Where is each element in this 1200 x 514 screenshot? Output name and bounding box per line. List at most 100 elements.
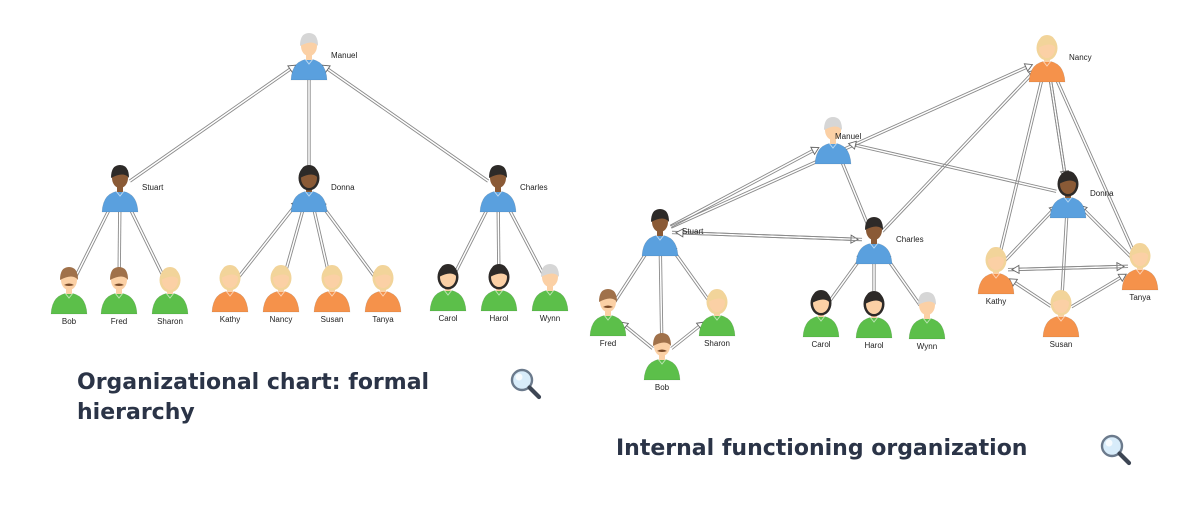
edge-arrow xyxy=(72,201,114,281)
person-node-fred: Fred xyxy=(589,289,627,348)
person-label: Tanya xyxy=(372,315,394,324)
formal-hierarchy-caption: Organizational chart: formal hierarchy xyxy=(77,370,430,425)
person-label: Nancy xyxy=(1069,53,1092,62)
person-label: Tanya xyxy=(1129,293,1151,302)
person-node-kathy: Kathy xyxy=(211,265,249,324)
person-icon xyxy=(262,265,300,313)
person-icon xyxy=(1121,243,1159,291)
person-icon xyxy=(531,264,569,312)
person-label: Nancy xyxy=(270,315,293,324)
edge-arrow xyxy=(304,71,314,176)
person-icon xyxy=(1028,35,1066,83)
edge-arrow xyxy=(321,64,490,183)
edge-arrow xyxy=(1070,273,1128,309)
person-label: Wynn xyxy=(540,314,560,323)
person-node-nancy: Nancy xyxy=(1028,35,1092,83)
person-label: Susan xyxy=(1050,340,1073,349)
person-label: Sharon xyxy=(704,339,730,348)
person-icon xyxy=(802,290,840,338)
person-node-harol: Harol xyxy=(480,264,518,323)
zoom-internal-functioning-button[interactable] xyxy=(1098,432,1134,468)
edge-arrow xyxy=(126,201,167,280)
edge-arrow xyxy=(128,64,297,183)
person-node-donna: Donna xyxy=(290,165,355,213)
person-icon xyxy=(698,289,736,337)
edge-arrow xyxy=(1078,204,1133,259)
person-node-donna: Donna xyxy=(1049,171,1114,219)
person-label: Charles xyxy=(520,183,548,192)
person-label: Manuel xyxy=(331,51,357,60)
person-node-tanya: Tanya xyxy=(1121,243,1159,302)
person-label: Charles xyxy=(896,235,924,244)
person-label: Manuel xyxy=(835,132,861,141)
person-label: Bob xyxy=(62,317,77,326)
person-icon xyxy=(908,292,946,340)
person-node-carol: Carol xyxy=(429,264,467,323)
person-node-susan: Susan xyxy=(1042,290,1080,349)
person-icon xyxy=(1049,171,1087,219)
edge-arrow xyxy=(675,228,863,242)
person-node-susan: Susan xyxy=(313,265,351,324)
person-node-carol: Carol xyxy=(802,290,840,349)
person-label: Donna xyxy=(1090,189,1114,198)
person-icon xyxy=(211,265,249,313)
edge-arrow xyxy=(236,199,300,280)
person-icon xyxy=(364,265,402,313)
edge-arrow xyxy=(837,153,871,230)
edge-arrow xyxy=(1052,71,1137,256)
edge-arrow xyxy=(670,63,1034,229)
person-label: Kathy xyxy=(220,315,240,324)
person-node-stuart: Stuart xyxy=(101,165,164,213)
person-icon xyxy=(855,291,893,339)
internal-functioning-caption: Internal functioning organization xyxy=(616,436,1028,461)
person-icon xyxy=(50,267,88,315)
person-label: Kathy xyxy=(986,297,1006,306)
person-node-nancy: Nancy xyxy=(262,265,300,324)
edge-arrow xyxy=(669,146,820,228)
person-node-wynn: Wynn xyxy=(908,292,946,351)
person-icon xyxy=(151,267,189,315)
edge-arrow xyxy=(997,72,1047,259)
person-node-manuel: Manuel xyxy=(290,33,357,81)
edge-arrow xyxy=(1060,209,1072,302)
edge-arrow xyxy=(1003,204,1058,263)
person-icon xyxy=(1042,290,1080,338)
person-node-kathy: Kathy xyxy=(977,247,1015,306)
zoom-formal-hierarchy-button[interactable] xyxy=(508,366,544,402)
edge-arrow xyxy=(114,203,125,279)
edge-arrow xyxy=(1008,278,1052,308)
person-icon xyxy=(589,289,627,337)
person-label: Fred xyxy=(111,317,127,326)
person-icon xyxy=(101,165,139,213)
person-node-harol: Harol xyxy=(855,291,893,350)
person-node-bob: Bob xyxy=(643,333,681,392)
person-icon xyxy=(480,264,518,312)
person-icon xyxy=(313,265,351,313)
edge-arrow xyxy=(504,201,546,278)
person-label: Fred xyxy=(600,339,616,348)
person-label: Stuart xyxy=(682,227,704,236)
person-label: Carol xyxy=(811,340,830,349)
person-icon xyxy=(855,217,893,265)
person-icon xyxy=(429,264,467,312)
person-node-wynn: Wynn xyxy=(531,264,569,323)
person-label: Sharon xyxy=(157,317,183,326)
edge-arrow xyxy=(847,140,1057,193)
person-label: Donna xyxy=(331,183,355,192)
person-icon xyxy=(479,165,517,213)
person-label: Carol xyxy=(438,314,457,323)
edge-layer xyxy=(613,63,1137,350)
person-node-stuart: Stuart xyxy=(641,209,704,257)
edge-arrow xyxy=(1011,264,1129,275)
person-icon xyxy=(290,33,328,81)
person-label: Stuart xyxy=(142,183,164,192)
edge-arrow xyxy=(655,247,666,345)
person-label: Wynn xyxy=(917,342,937,351)
magnifier-icon xyxy=(1098,434,1134,472)
person-label: Harol xyxy=(864,341,883,350)
